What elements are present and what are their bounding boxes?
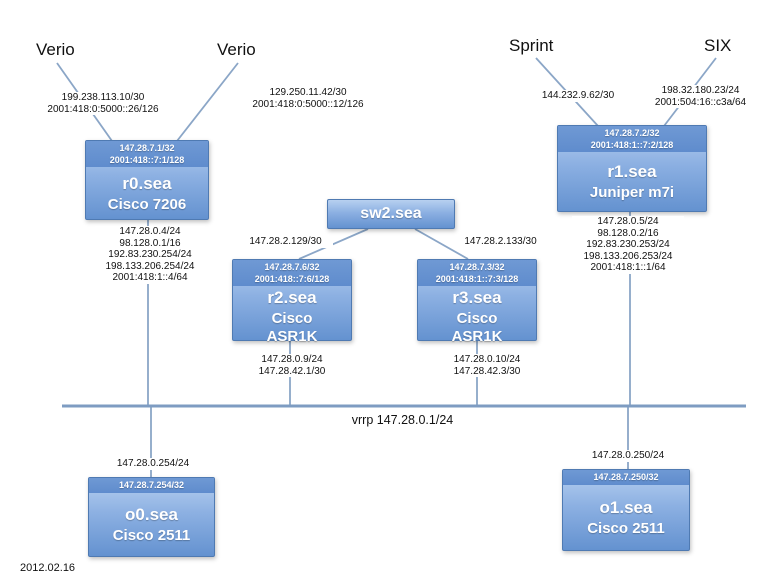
node-sw2-name: sw2.sea xyxy=(360,205,422,222)
node-o1-sea: 147.28.7.250/32 o1.sea Cisco 2511 xyxy=(562,469,690,551)
lan-ip-o0: 147.28.0.254/24 xyxy=(103,458,203,470)
node-r2-name: r2.sea xyxy=(267,288,317,308)
node-r1-sea: 147.28.7.2/32 2001:418:1::7:2/128 r1.sea… xyxy=(557,125,707,212)
uplink-ips-sprint: 144.232.9.62/30 xyxy=(518,90,638,102)
lan-ip-o1: 147.28.0.250/24 xyxy=(578,450,678,462)
node-o1-model: Cisco 2511 xyxy=(587,519,665,537)
link-sw2-r2 xyxy=(298,228,369,260)
uplink-ips-verio-1: 199.238.113.10/30 2001:418:0:5000::26/12… xyxy=(28,92,178,115)
node-o0-sea: 147.28.7.254/32 o0.sea Cisco 2511 xyxy=(88,477,215,557)
node-r0-body: r0.sea Cisco 7206 xyxy=(86,167,208,219)
node-r1-model: Juniper m7i xyxy=(589,184,675,202)
vrrp-bus-label: vrrp 147.28.0.1/24 xyxy=(351,413,454,427)
node-sw2-body: sw2.sea xyxy=(328,200,454,228)
node-r3-body: r3.sea Cisco ASR1K xyxy=(418,286,536,347)
lan-ips-r2: 147.28.0.9/24 147.28.42.1/30 xyxy=(242,354,342,377)
node-o1-name: o1.sea xyxy=(599,497,653,517)
diagram-date: 2012.02.16 xyxy=(20,562,76,574)
node-r3-loopback-ips: 147.28.7.3/32 2001:418:1::7:3/128 xyxy=(418,260,536,287)
node-r3-model: Cisco ASR1K xyxy=(451,310,503,345)
link-verio2-r0 xyxy=(176,62,239,142)
node-r2-loopback-ips: 147.28.7.6/32 2001:418::7:6/128 xyxy=(233,260,351,287)
node-r2-model: Cisco ASR1K xyxy=(266,310,318,345)
lan-ips-r1: 147.28.0.5/24 98.128.0.2/16 192.83.230.2… xyxy=(572,216,684,274)
provider-label-verio-2: Verio xyxy=(217,40,256,59)
node-o0-name: o0.sea xyxy=(125,504,178,524)
node-o1-body: o1.sea Cisco 2511 xyxy=(563,485,689,550)
node-r1-body: r1.sea Juniper m7i xyxy=(558,152,706,211)
lan-ips-r0: 147.28.0.4/24 98.128.0.1/16 192.83.230.2… xyxy=(95,226,205,284)
node-sw2-sea: sw2.sea xyxy=(327,199,455,229)
node-r1-loopback-ips: 147.28.7.2/32 2001:418:1::7:2/128 xyxy=(558,126,706,153)
node-r3-name: r3.sea xyxy=(452,288,502,308)
node-r0-name: r0.sea xyxy=(122,173,172,193)
node-r0-loopback-ips: 147.28.7.1/32 2001:418::7:1/128 xyxy=(86,141,208,168)
link-sw2-r3 xyxy=(414,228,469,260)
node-r2-body: r2.sea Cisco ASR1K xyxy=(233,286,351,347)
node-o0-loopback-ips: 147.28.7.254/32 xyxy=(89,478,214,493)
uplink-ips-verio-2: 129.250.11.42/30 2001:418:0:5000::12/126 xyxy=(228,87,388,110)
provider-label-verio-1: Verio xyxy=(36,40,75,59)
node-r2-sea: 147.28.7.6/32 2001:418::7:6/128 r2.sea C… xyxy=(232,259,352,345)
node-r3-sea: 147.28.7.3/32 2001:418:1::7:3/128 r3.sea… xyxy=(417,259,537,345)
node-r0-model: Cisco 7206 xyxy=(107,195,187,213)
node-o1-loopback-ips: 147.28.7.250/32 xyxy=(563,470,689,485)
node-o0-model: Cisco 2511 xyxy=(112,526,191,544)
link-ip-sw2-r3: 147.28.2.133/30 xyxy=(453,236,548,248)
node-r0-sea: 147.28.7.1/32 2001:418::7:1/128 r0.sea C… xyxy=(85,140,209,220)
provider-label-sprint: Sprint xyxy=(509,36,554,55)
lan-ips-r3: 147.28.0.10/24 147.28.42.3/30 xyxy=(437,354,537,377)
uplink-ips-six: 198.32.180.23/24 2001:504:16::c3a/64 xyxy=(638,85,763,108)
node-r1-name: r1.sea xyxy=(607,162,657,182)
provider-label-six: SIX xyxy=(704,36,732,55)
node-o0-body: o0.sea Cisco 2511 xyxy=(89,493,214,556)
link-ip-sw2-r2: 147.28.2.129/30 xyxy=(238,236,333,248)
